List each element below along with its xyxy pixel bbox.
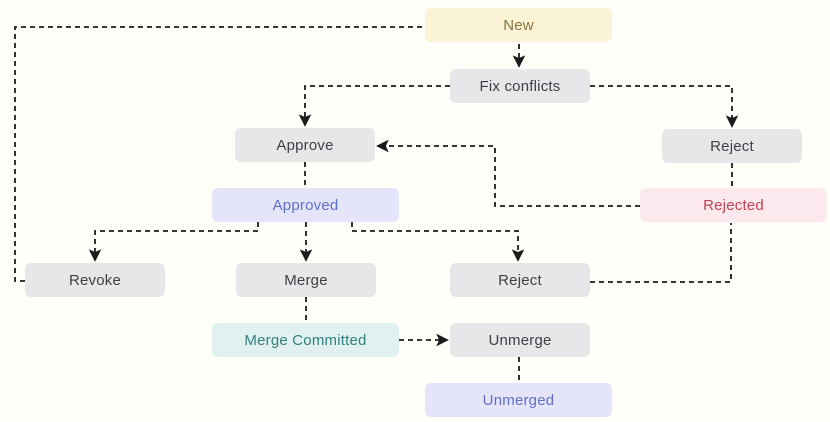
edge-rejected-to-approve bbox=[376, 139, 640, 207]
node-merge: Merge bbox=[236, 263, 376, 297]
node-revoke: Revoke bbox=[25, 263, 165, 297]
edge-fix-conflicts-to-approve bbox=[298, 85, 450, 127]
edge-approved-to-reject-bottom bbox=[351, 222, 525, 262]
node-merge-committed: Merge Committed bbox=[212, 323, 399, 357]
node-approved: Approved bbox=[212, 188, 399, 222]
node-new: New bbox=[425, 8, 612, 42]
node-unmerge: Unmerge bbox=[450, 323, 590, 357]
edge-revoke-to-new bbox=[14, 26, 425, 282]
node-rejected: Rejected bbox=[640, 188, 827, 222]
edge-approved-to-revoke bbox=[88, 222, 259, 262]
node-reject-top: Reject bbox=[662, 129, 802, 163]
node-fix-conflicts: Fix conflicts bbox=[450, 69, 590, 103]
node-approve: Approve bbox=[235, 128, 375, 162]
node-reject-bottom: Reject bbox=[450, 263, 590, 297]
edge-fix-conflicts-to-reject-top bbox=[590, 85, 739, 128]
node-unmerged: Unmerged bbox=[425, 383, 612, 417]
edge-reject-bottom-to-rejected bbox=[590, 223, 732, 283]
